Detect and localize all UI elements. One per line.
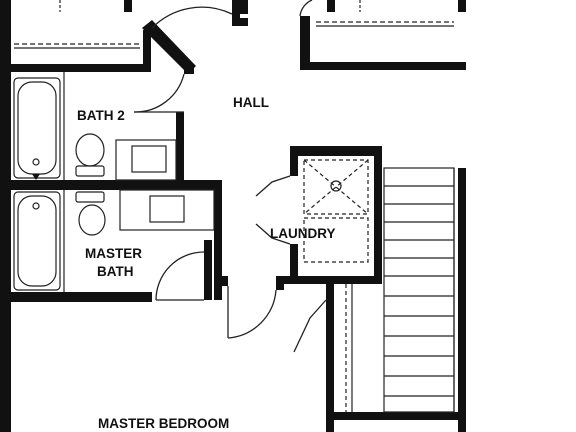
bath2-toilet-bowl [75, 133, 105, 167]
master-drain [32, 202, 40, 210]
master-vanity [119, 189, 215, 231]
laundry-fixtures [303, 159, 369, 263]
room-label-laundry: LAUNDRY [270, 226, 336, 241]
hall-door-swing-right [299, 0, 313, 17]
staircase [345, 167, 455, 413]
room-label-bath2: BATH 2 [77, 108, 125, 123]
laundry-bifold-door-bottom [255, 223, 291, 245]
closet-shelves [14, 0, 454, 49]
walls [0, 0, 466, 432]
bath2-drain [32, 158, 40, 166]
washer-dryer-space [303, 159, 369, 215]
room-label-master-bath-line2: BATH [97, 264, 134, 279]
bedroom-door-swing [227, 289, 277, 339]
master-bath-fixtures [13, 174, 215, 292]
door-marker [32, 174, 40, 180]
master-toilet-bowl [78, 204, 106, 236]
bath2-door-swing [133, 73, 185, 113]
bath2-sink [131, 145, 167, 173]
bath2-vanity [115, 139, 177, 181]
laundry-drain [330, 180, 342, 192]
doors [133, 0, 327, 353]
hall-door-swing [151, 6, 233, 29]
laundry-bifold-door-top [255, 175, 291, 197]
room-label-master-bedroom: MASTER BEDROOM [98, 416, 229, 431]
master-toilet-tank [75, 191, 105, 203]
master-sink [149, 195, 185, 223]
bath2-fixtures [13, 72, 177, 181]
closet-bifold-door [293, 299, 327, 353]
bath2-tub [13, 77, 61, 179]
master-bath-door-swing [155, 251, 205, 301]
room-label-hall: HALL [233, 95, 269, 110]
room-label-master-bath-line1: MASTER [85, 246, 142, 261]
master-tub [13, 191, 61, 291]
bath2-toilet-tank [75, 165, 105, 177]
